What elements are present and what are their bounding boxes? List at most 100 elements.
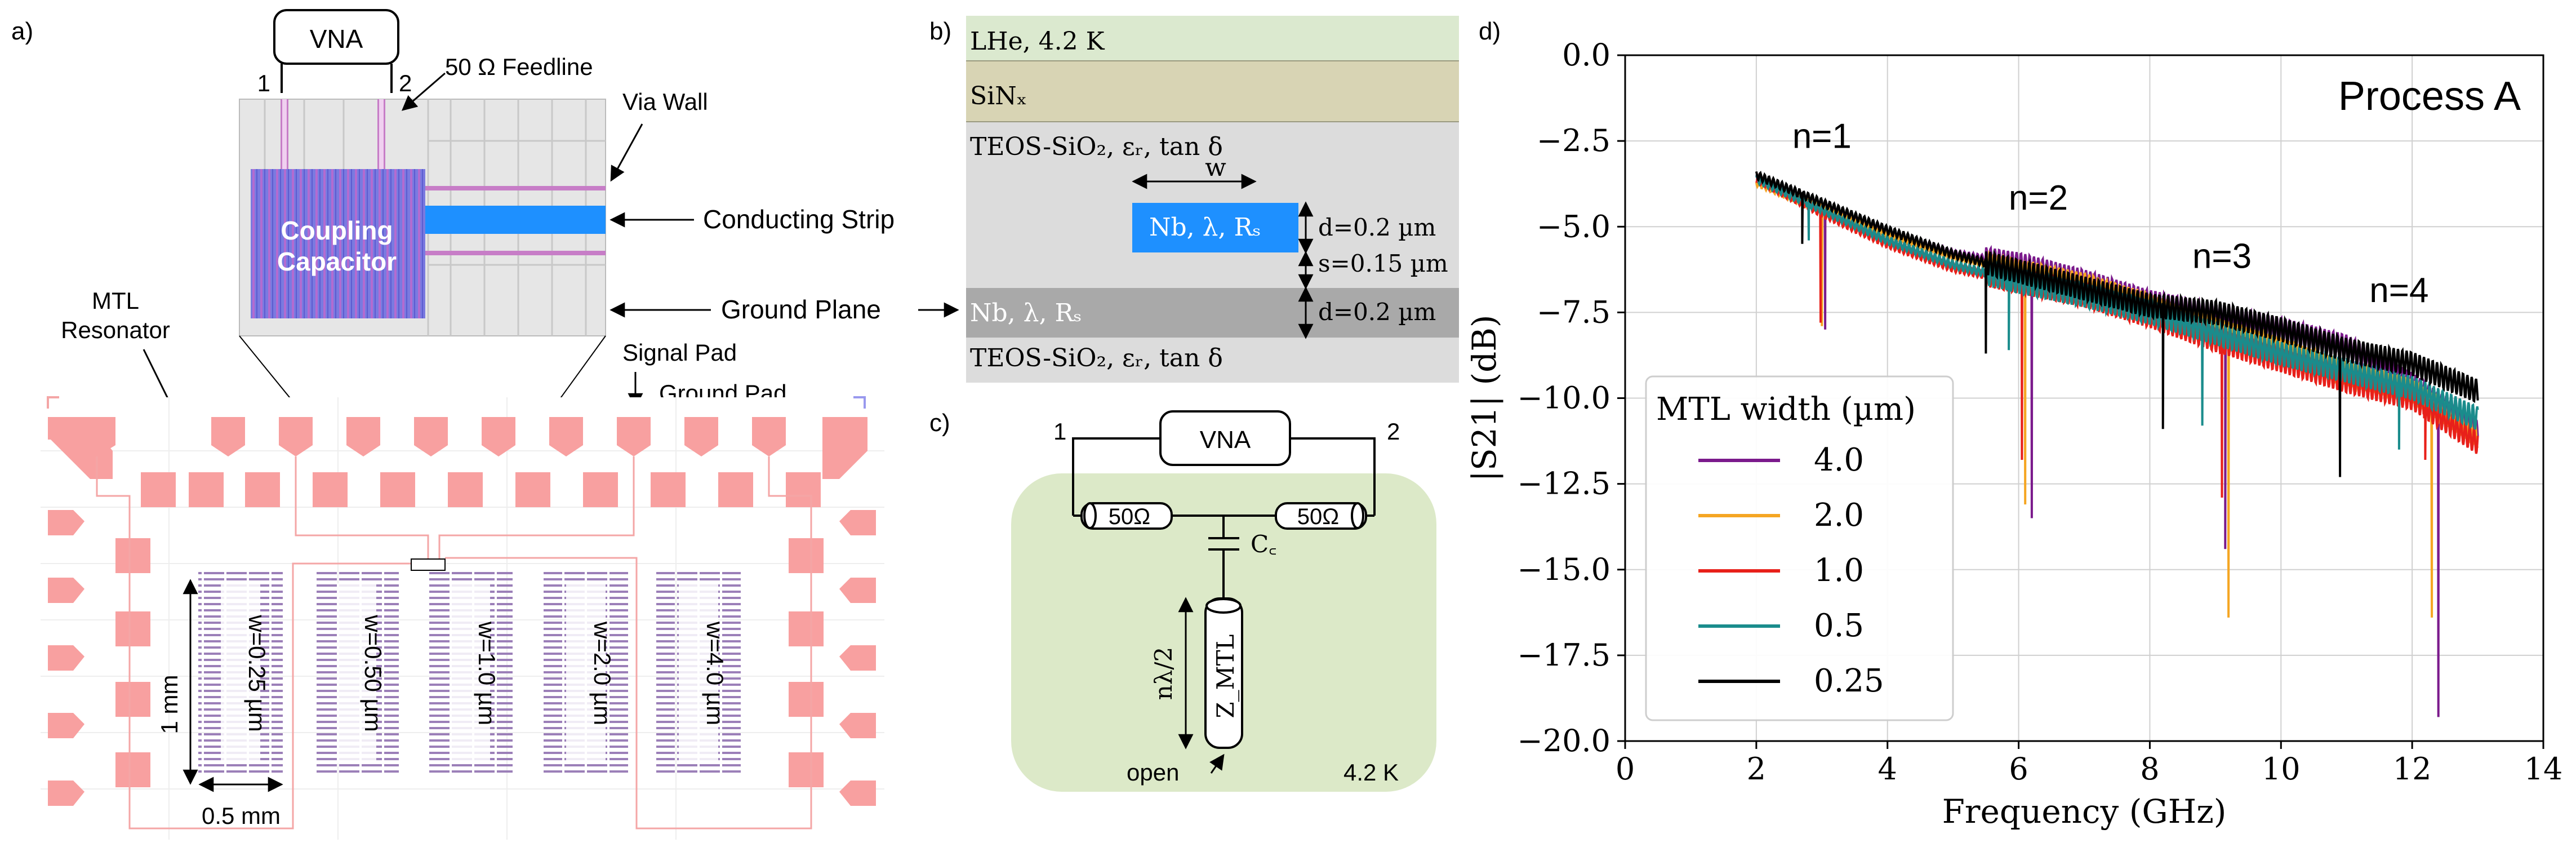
legend: MTL width (µm)4.02.01.00.50.25	[1645, 375, 1954, 721]
ground-thickness: d=0.2 µm	[1318, 298, 1436, 326]
resonator-label-0: w=0.25 µm	[244, 614, 270, 731]
dim-05mm: 0.5 mm	[202, 802, 281, 829]
mode-label-1: n=1	[1792, 117, 1852, 156]
legend-entry-4.0: 4.0	[1814, 442, 1864, 478]
port-2-c: 2	[1387, 418, 1400, 445]
panel-d-label: d)	[1479, 17, 1501, 45]
feed-traces	[96, 456, 812, 830]
x-tick-label: 14	[2524, 751, 2563, 787]
spacing-label: s=0.15 µm	[1318, 250, 1448, 277]
resonator-label-2: w=1.0 µm	[474, 621, 500, 725]
mode-label-2: n=2	[2009, 179, 2068, 218]
panel-b: b) LHe, 4.2 K SiNₓ TEOS-SiO₂, εᵣ, tan δ …	[929, 16, 1459, 383]
coupling-capacitor-symbol	[1208, 516, 1239, 598]
lhe-label: LHe, 4.2 K	[970, 27, 1105, 56]
y-tick-label: −7.5	[1537, 294, 1610, 330]
y-tick-label: −20.0	[1518, 723, 1610, 759]
resonator-label-1: w=0.50 µm	[360, 614, 386, 731]
panel-a-label: a)	[11, 17, 33, 45]
port-1-label: 1	[257, 70, 270, 96]
vna-leads	[281, 64, 393, 93]
x-tick-label: 8	[2140, 751, 2159, 787]
strip-label: Nb, λ, Rₛ	[1149, 213, 1261, 242]
coupling-capacitor-label-2: Capacitor	[277, 247, 397, 276]
coupling-capacitor-label-1: Coupling	[281, 216, 393, 245]
x-tick-label: 2	[1747, 751, 1766, 787]
via-wall-top	[425, 186, 606, 190]
oxide-bottom-label: TEOS-SiO₂, εᵣ, tan δ	[970, 344, 1223, 372]
x-tick-label: 4	[1878, 751, 1897, 787]
y-axis-label: |S21| (dB)	[1465, 314, 1503, 481]
y-tick-label: −10.0	[1518, 380, 1610, 416]
x-tick-label: 0	[1616, 751, 1635, 787]
y-tick-label: −15.0	[1518, 552, 1610, 587]
chip-layout: w=0.25 µm w=0.50 µm w=1.0 µm w=2.0 µm w=…	[41, 396, 884, 840]
vna-label-c: VNA	[1200, 426, 1251, 454]
cc-label: C꜀	[1251, 530, 1277, 558]
legend-entry-2.0: 2.0	[1814, 497, 1864, 534]
y-tick-label: −12.5	[1518, 466, 1610, 502]
sinx-label: SiNₓ	[970, 82, 1027, 110]
line-50-ohm-2	[1275, 502, 1367, 530]
signal-pad-label: Signal Pad	[622, 339, 737, 366]
legend-entry-1.0: 1.0	[1814, 552, 1864, 589]
temperature-label: 4.2 K	[1343, 759, 1399, 786]
feedline-label: 50 Ω Feedline	[445, 54, 593, 80]
y-tick-label: 0.0	[1562, 37, 1610, 73]
ground-pads	[48, 472, 876, 806]
oxide-bottom-layer	[966, 338, 1459, 383]
dim-1mm: 1 mm	[156, 675, 183, 734]
vna-box	[273, 9, 399, 65]
via-wall-bottom	[425, 251, 606, 255]
panel-d-chart: d) 0 2 4 6 8 10 12 14 0.0 −2.5 −5.0 −7.5 −10.0 −12.5 −…	[1465, 17, 2562, 831]
x-axis-label: Frequency (GHz)	[1942, 792, 2227, 831]
zoom-micrograph: Coupling Capacitor	[239, 99, 606, 336]
via-wall-label: Via Wall	[622, 88, 708, 115]
y-tick-label: −17.5	[1518, 637, 1610, 673]
coupling-capacitor	[251, 169, 425, 318]
resonator-label-4: w=4.0 µm	[702, 621, 728, 725]
series-line-0.25	[1755, 171, 2479, 477]
conducting-strip-label: Conducting Strip	[703, 205, 895, 234]
zmtl-label: Z_MTL	[1212, 634, 1239, 718]
mtl-label-1: MTL	[92, 287, 139, 314]
ground-plane-layer	[966, 288, 1459, 338]
y-tick-label: −2.5	[1537, 123, 1610, 158]
panel-c: c) VNA 1 2 50Ω 50Ω C꜀ Z_MTL nλ/2 open 4.…	[929, 409, 1436, 792]
width-label: w	[1205, 153, 1226, 182]
x-tick-label: 6	[2009, 751, 2028, 787]
legend-title: MTL width (µm)	[1656, 391, 1916, 428]
process-annotation: Process A	[2338, 74, 2521, 119]
sinx-layer	[966, 61, 1459, 122]
z1-label: 50Ω	[1109, 504, 1150, 529]
z2-label: 50Ω	[1297, 504, 1339, 529]
open-label: open	[1127, 759, 1179, 786]
lhe-layer	[966, 16, 1459, 61]
plot-frame	[1624, 54, 2544, 742]
oxide-top-label: TEOS-SiO₂, εᵣ, tan δ	[970, 132, 1223, 161]
conducting-strip	[425, 206, 606, 234]
mode-label-4: n=4	[2369, 271, 2428, 310]
length-label: nλ/2	[1150, 647, 1177, 700]
mode-label-3: n=3	[2192, 237, 2252, 276]
panel-a: a) VNA 1 2 Coupling Capac	[11, 9, 1121, 840]
legend-box	[1645, 375, 1954, 721]
line-50-ohm-1	[1080, 502, 1173, 530]
strip-thickness: d=0.2 µm	[1318, 214, 1436, 241]
resonator-label-3: w=2.0 µm	[589, 621, 616, 725]
x-tick-label: 12	[2393, 751, 2432, 787]
zoom-box	[411, 558, 446, 571]
x-tick-label: 10	[2262, 751, 2301, 787]
mtl-label-2: Resonator	[61, 317, 170, 343]
port-2-label: 2	[399, 70, 412, 96]
legend-entry-0.5: 0.5	[1814, 607, 1864, 644]
panel-b-label: b)	[929, 17, 951, 45]
y-tick-label: −5.0	[1537, 209, 1610, 244]
vna-label: VNA	[310, 24, 363, 54]
port-1-c: 1	[1053, 418, 1066, 445]
ground-label: Nb, λ, Rₛ	[970, 299, 1082, 327]
panel-c-label: c)	[929, 409, 950, 437]
ground-plane-label: Ground Plane	[721, 295, 881, 324]
strip-cross-section	[1132, 203, 1298, 252]
